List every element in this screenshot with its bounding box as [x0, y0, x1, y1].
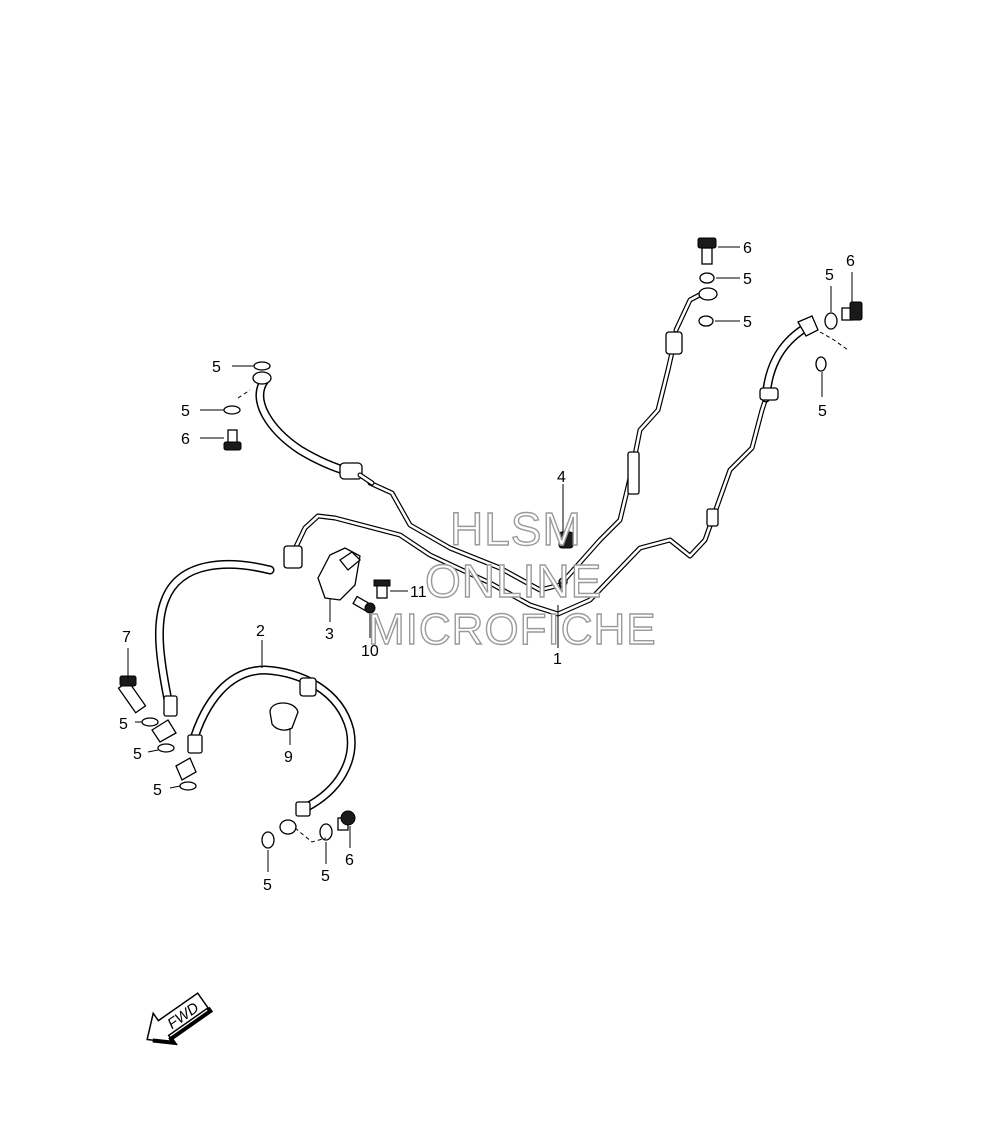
callout-8: 8 [558, 576, 567, 593]
callout-5: 5 [119, 716, 128, 733]
callout-5: 5 [263, 877, 272, 894]
brake-pipe-1-right [289, 315, 819, 617]
watermark-line-1: HLSM [450, 503, 582, 555]
bolts-6 [223, 237, 863, 831]
callout-5: 5 [153, 782, 162, 799]
brake-hose-left-down [151, 545, 303, 743]
union-bolt-7 [117, 675, 147, 714]
callout-2: 2 [256, 623, 265, 640]
callout-9: 9 [284, 749, 293, 766]
callout-6: 6 [846, 253, 855, 270]
bracket-3 [317, 547, 361, 601]
callout-3: 3 [325, 626, 334, 643]
watermark: HLSM ONLINE MICROFICHE [367, 502, 657, 654]
callout-6: 6 [345, 852, 354, 869]
callout-5: 5 [321, 868, 330, 885]
watermark-line-2: ONLINE [425, 555, 602, 607]
callout-11: 11 [410, 584, 427, 601]
forward-arrow: FWD [146, 992, 214, 1046]
brake-hose-upper-left [252, 371, 375, 486]
callout-5: 5 [743, 314, 752, 331]
callout-5: 5 [818, 403, 827, 420]
brake-hose-2 [175, 665, 356, 835]
callout-5: 5 [181, 403, 190, 420]
callout-5: 5 [743, 271, 752, 288]
callout-4: 4 [557, 469, 566, 486]
callout-6: 6 [181, 431, 190, 448]
callout-6: 6 [743, 240, 752, 257]
bolt-10 [352, 595, 376, 614]
washers [141, 272, 838, 849]
bolt-11 [373, 579, 391, 599]
callout-1: 1 [553, 651, 562, 668]
callout-labels: 1 2 3 4 8 9 10 11 7 5 5 6 6 5 5 5 6 5 5 … [119, 240, 855, 894]
callout-5: 5 [212, 359, 221, 376]
leader-lines [127, 246, 853, 872]
callout-5: 5 [825, 267, 834, 284]
callout-7: 7 [122, 629, 131, 646]
watermark-line-3: MICROFICHE [368, 605, 657, 654]
callout-10: 10 [361, 643, 379, 660]
clamp-9 [269, 702, 299, 731]
clip-4 [558, 531, 574, 549]
brake-pipe-1-center [367, 287, 718, 593]
callout-5: 5 [133, 746, 142, 763]
